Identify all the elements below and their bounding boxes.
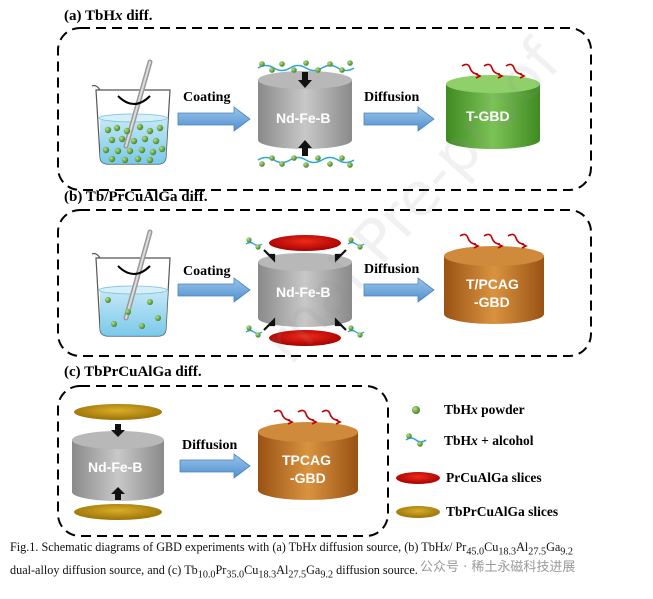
panel-c-title: (c) TbPrCuAlGa diff. <box>64 364 202 380</box>
panel-a-product-label: T-GBD <box>466 108 510 124</box>
panel-a-coating-arrow <box>177 106 251 132</box>
panel-a-beaker-particles <box>102 123 166 164</box>
panel-c-bottom-tbprcualga-slice <box>74 504 162 520</box>
panel-a-coating-label: Coating <box>183 90 231 105</box>
legend-powder-label: TbHx powder <box>444 402 525 417</box>
panel-a-top-coating-layer <box>257 60 355 73</box>
panel-b-title: (b) Tb/PrCuAlGa diff. <box>64 189 208 205</box>
legend-powder-swatch <box>412 406 420 414</box>
panel-c-diffusion-arrow <box>179 453 251 479</box>
legend-tbprcualga-label: TbPrCuAlGa slices <box>446 504 559 519</box>
panel-b-product-label-2: -GBD <box>474 294 510 310</box>
panel-b-coating-label: Coating <box>183 264 231 279</box>
figure-caption-line-1: Fig.1. Schematic diagrams of GBD experim… <box>10 540 573 558</box>
panel-b-tbhx-coating-markers <box>245 237 365 338</box>
panel-b-product-cylinder <box>444 246 544 324</box>
legend-tbprcualga-swatch <box>396 506 440 518</box>
panel-a-frame <box>57 27 592 191</box>
panel-a-diffusion-label: Diffusion <box>364 90 420 105</box>
panel-c-frame <box>57 385 389 537</box>
panel-b-product-label-1: T/PCAG <box>466 276 519 292</box>
panel-c-bottom-up-arrow <box>111 487 125 500</box>
panel-b-magnet-label: Nd-Fe-B <box>276 284 331 300</box>
panel-a-heat-arrows <box>461 63 526 79</box>
panel-a-diffusion-arrow <box>363 106 435 132</box>
panel-b-magnet <box>258 253 352 327</box>
panel-c-magnet <box>72 431 164 501</box>
source-watermark: 公众号 · 稀土永磁科技进展 <box>420 560 576 575</box>
panel-c-top-tbprcualga-slice <box>74 404 162 420</box>
panel-b-pressing-arrows <box>263 249 347 331</box>
panel-a-top-down-arrow <box>298 72 312 88</box>
panel-b-diffusion-arrow <box>363 277 435 303</box>
panel-a-product-cylinder <box>446 75 540 149</box>
panel-a-magnet-label: Nd-Fe-B <box>276 110 331 126</box>
panel-a-beaker <box>91 59 171 165</box>
panel-c-product-label-1: TPCAG <box>282 452 331 468</box>
panel-a-bottom-coating-layer <box>257 155 355 168</box>
panel-a-bottom-up-arrow <box>298 140 312 156</box>
legend-alcohol-swatch <box>405 433 427 447</box>
legend-prcualga-swatch <box>396 472 440 484</box>
panel-b-diffusion-label: Diffusion <box>364 262 420 277</box>
panel-b-coating-arrow <box>177 277 251 303</box>
panel-c-magnet-label: Nd-Fe-B <box>88 459 143 475</box>
panel-c-product-label-2: -GBD <box>290 470 326 486</box>
panel-b-frame <box>57 209 592 357</box>
panel-c-top-down-arrow <box>111 424 125 437</box>
figure-caption-line-2: dual-alloy diffusion source, and (c) Tb1… <box>10 563 418 581</box>
panel-b-beaker <box>91 229 171 337</box>
panel-a-title: (a) TbHx diff. <box>64 8 153 24</box>
panel-c-heat-arrows <box>273 409 342 425</box>
panel-b-bottom-prcualga-slice <box>269 330 341 346</box>
panel-c-product-cylinder <box>258 422 358 500</box>
panel-c-diffusion-label: Diffusion <box>182 438 238 453</box>
legend-prcualga-label: PrCuAlGa slices <box>446 470 542 485</box>
panel-b-top-prcualga-slice <box>269 235 341 251</box>
legend-alcohol-label: TbHx + alcohol <box>444 433 534 448</box>
panel-b-heat-arrows <box>459 233 528 249</box>
panel-b-beaker-particles <box>105 297 161 329</box>
